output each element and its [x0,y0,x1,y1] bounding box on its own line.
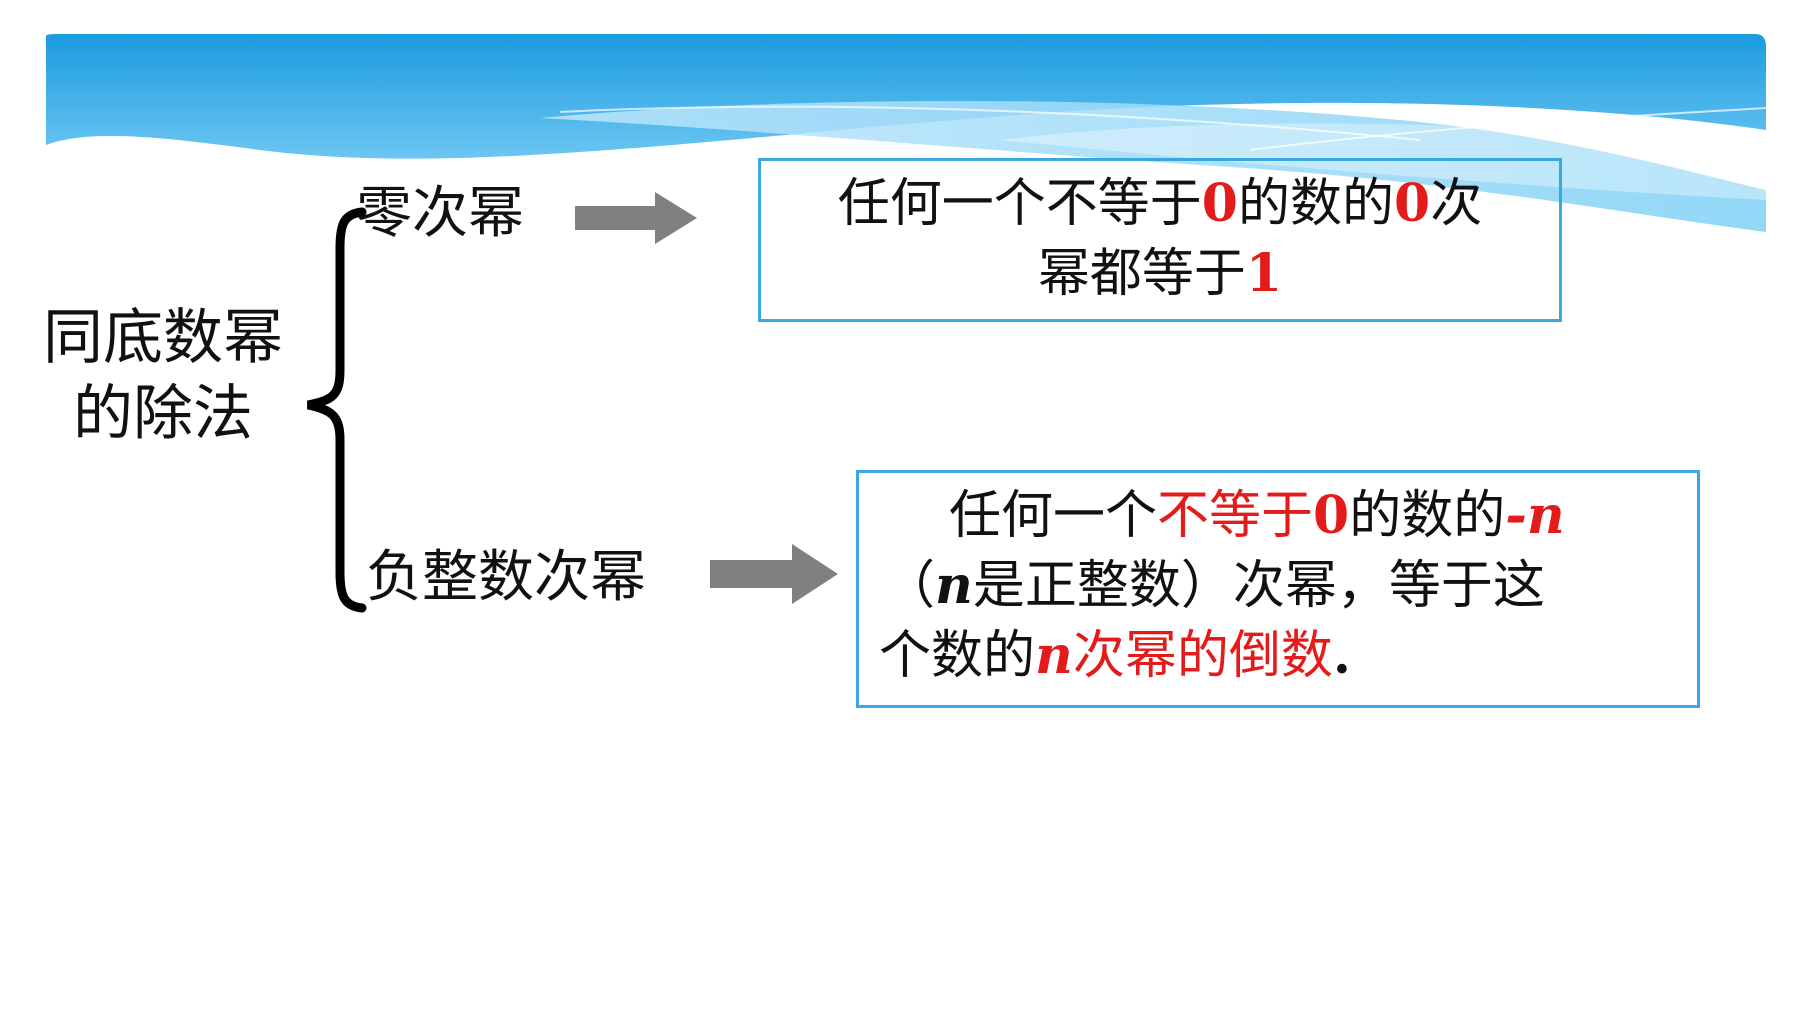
curly-brace [307,207,367,613]
zero-highlight: 0 [1201,173,1238,234]
n-highlight: n [1035,625,1073,686]
text: 次 [1430,174,1483,234]
header-banner [46,34,1767,232]
main-topic-label: 同底数幂 的除法 [38,300,288,452]
main-topic-line1: 同底数幂 [43,303,283,373]
text: （ [883,556,936,616]
text: 任何一个 [949,486,1158,546]
n-variable: n [935,555,973,616]
negative-power-line1: 任何一个不等于0的数的-n [859,473,1697,551]
zero-power-line1: 任何一个不等于0的数的0次 [761,161,1559,239]
red-text: 不等于 [1157,486,1314,546]
zero-highlight: 0 [1394,173,1431,234]
text: 的数的 [1237,174,1394,234]
definition-box-zero-power: 任何一个不等于0的数的0次 幂都等于1 [758,158,1562,322]
text: 幂都等于 [1037,244,1246,304]
arrow-right-icon [710,544,838,604]
period: . [1332,625,1351,686]
red-text: 次幂的倒数 [1072,626,1333,686]
branch-label-zero-power: 零次幂 [356,181,524,246]
negative-power-line2: （n是正整数）次幂，等于这 [859,551,1697,621]
neg-n-highlight: -n [1505,485,1565,546]
zero-highlight: 0 [1313,485,1350,546]
definition-box-negative-power: 任何一个不等于0的数的-n （n是正整数）次幂，等于这 个数的n次幂的倒数. [856,470,1700,708]
negative-power-line3: 个数的n次幂的倒数. [859,621,1697,691]
arrow-right-icon [575,192,697,244]
branch-label-negative-power: 负整数次幂 [366,545,646,610]
text: 的数的 [1349,486,1506,546]
text: 是正整数）次幂，等于这 [972,556,1545,616]
main-topic-line2: 的除法 [73,379,253,449]
zero-power-line2: 幂都等于1 [761,239,1559,309]
text: 个数的 [879,626,1036,686]
one-highlight: 1 [1245,243,1283,304]
text: 任何一个不等于 [837,174,1202,234]
